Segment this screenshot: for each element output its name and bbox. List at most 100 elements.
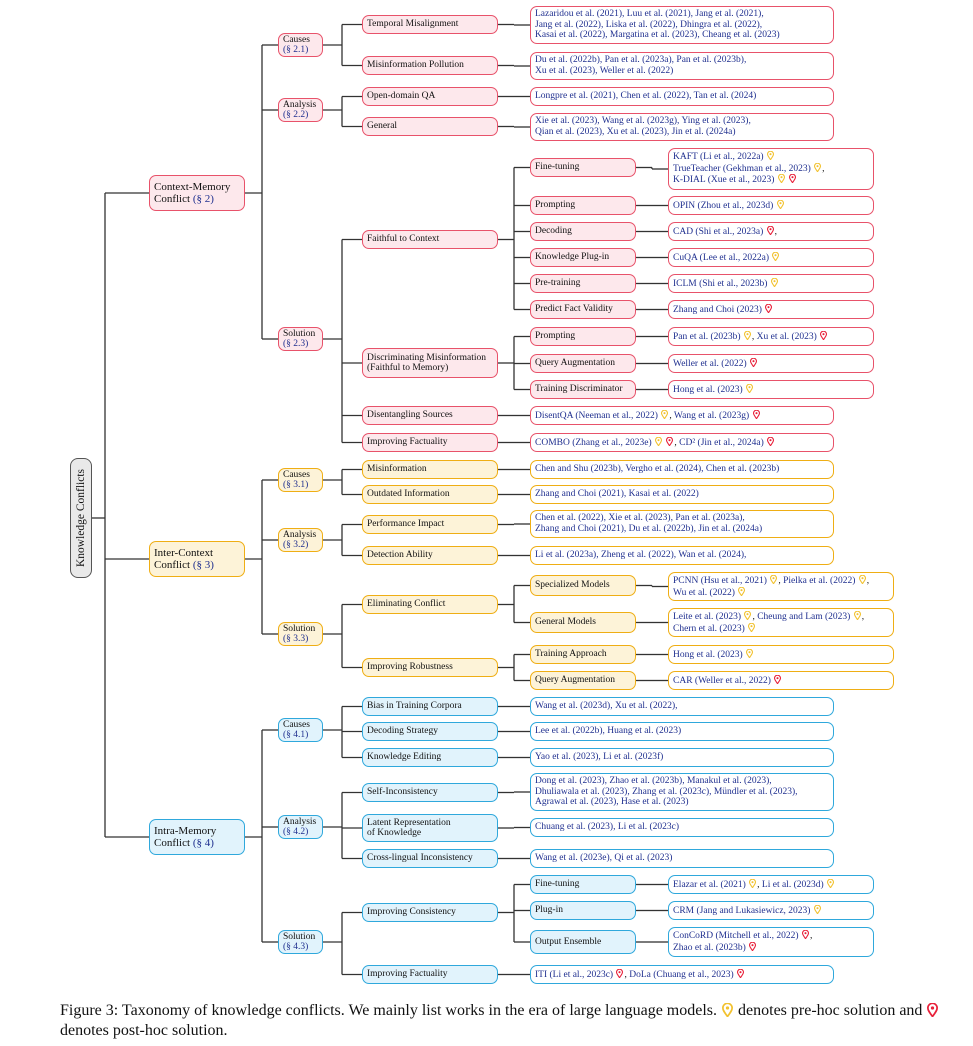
pre-hoc-marker-icon bbox=[827, 878, 835, 888]
citation-text: Wang et al. (2023d), Xu et al. (2022), bbox=[535, 701, 678, 712]
l3-t15: Bias in Training Corpora bbox=[362, 697, 498, 716]
l4-label: Prompting bbox=[535, 200, 576, 211]
leaf-L3: Longpre et al. (2021), Chen et al. (2022… bbox=[530, 87, 834, 106]
l4-s5: Pre-training bbox=[530, 274, 636, 293]
pre-hoc-marker-icon bbox=[853, 611, 861, 620]
l3-t12: Detection Ability bbox=[362, 546, 498, 565]
citation-text: CuQA (Lee et al., 2022a) bbox=[673, 252, 770, 263]
leaf-L28: Chuang et al. (2023), Li et al. (2023c) bbox=[530, 818, 834, 837]
pre-hoc-marker-icon bbox=[655, 436, 662, 446]
citation-text: CD² (Jin et al., 2024a) bbox=[679, 437, 764, 448]
citation-text: Zhang and Choi (2021), Kasai et al. (202… bbox=[535, 489, 699, 500]
citation-text: Zhao et al. (2023b) bbox=[673, 942, 746, 953]
post-hoc-marker-icon bbox=[766, 225, 774, 235]
l4-label: Query Augmentation bbox=[535, 675, 615, 686]
l3-label: Cross-lingual Inconsistency bbox=[367, 853, 473, 864]
l4-label: Training Approach bbox=[535, 649, 607, 660]
l2-label: Solution bbox=[283, 328, 316, 339]
post-hoc-marker-icon bbox=[765, 303, 773, 313]
l3-label: Bias in Training Corpora bbox=[367, 701, 462, 712]
citation-text: Elazar et al. (2021) bbox=[673, 879, 746, 890]
l4-label: Query Augmentation bbox=[535, 358, 615, 369]
l3-t7: Disentangling Sources bbox=[362, 406, 498, 425]
l4-label: Decoding bbox=[535, 226, 572, 237]
leaf-L25: Lee et al. (2022b), Huang et al. (2023) bbox=[530, 722, 834, 741]
citation-text: Du et al. (2022b), Pan et al. (2023a), P… bbox=[535, 55, 747, 65]
pre-hoc-marker-icon bbox=[744, 611, 752, 620]
leaf-L13: Hong et al. (2023) bbox=[668, 380, 874, 399]
leaf-L17: Zhang and Choi (2021), Kasai et al. (202… bbox=[530, 485, 834, 504]
l3-label: Improving Factuality bbox=[367, 437, 448, 448]
l3-label: General bbox=[367, 121, 398, 132]
l3-t4: General bbox=[362, 117, 498, 136]
leaf-L31: CRM (Jang and Lukasiewicz, 2023) bbox=[668, 901, 874, 920]
pre-hoc-marker-icon bbox=[772, 251, 780, 261]
l4-label: General Models bbox=[535, 617, 596, 628]
citation-text: Wu et al. (2022) bbox=[673, 587, 735, 598]
root-node: Knowledge Conflicts bbox=[70, 458, 92, 578]
l2-ref: (§ 3.3) bbox=[283, 634, 309, 644]
post-hoc-marker-icon bbox=[616, 968, 624, 978]
post-hoc-marker-icon bbox=[927, 1003, 939, 1017]
leaf-L7: CAD (Shi et al., 2023a) , bbox=[668, 222, 874, 241]
l4-s8: Query Augmentation bbox=[530, 354, 636, 373]
l3-t5: Faithful to Context bbox=[362, 230, 498, 249]
pre-hoc-marker-icon bbox=[813, 904, 821, 914]
pre-hoc-marker-icon bbox=[746, 383, 754, 393]
citation-text: ITI (Li et al., 2023c) bbox=[535, 969, 614, 980]
citation-text: Dong et al. (2023), Zhao et al. (2023b),… bbox=[535, 776, 772, 786]
citation-text: Lee et al. (2022b), Huang et al. (2023) bbox=[535, 726, 682, 737]
citation-text: KAFT (Li et al., 2022a) bbox=[673, 152, 764, 162]
l3-label: Eliminating Conflict bbox=[367, 599, 446, 610]
citation-text: Leite et al. (2023) bbox=[673, 612, 742, 622]
l1-label2: Conflict bbox=[154, 837, 191, 849]
l2-ref: (§ 4.2) bbox=[283, 827, 309, 837]
l1-ref: (§ 2) bbox=[192, 193, 214, 205]
l2-ref: (§ 2.1) bbox=[283, 45, 309, 55]
citation-text: COMBO (Zhang et al., 2023e) bbox=[535, 437, 652, 448]
post-hoc-marker-icon bbox=[737, 968, 745, 978]
l2-label: Analysis bbox=[283, 529, 317, 540]
post-hoc-marker-icon bbox=[752, 409, 760, 419]
pre-hoc-marker-icon bbox=[738, 586, 746, 596]
l4-label: Fine-tuning bbox=[535, 162, 580, 173]
l4-label: Training Discriminator bbox=[535, 384, 623, 395]
leaf-L5: KAFT (Li et al., 2022a) TrueTeacher (Gek… bbox=[668, 148, 874, 190]
l2-ic-solution: Solution(§ 3.3) bbox=[278, 622, 323, 646]
l4-s16: Output Ensemble bbox=[530, 930, 636, 954]
post-hoc-marker-icon bbox=[789, 174, 797, 183]
citation-text: Chuang et al. (2023), Li et al. (2023c) bbox=[535, 822, 680, 833]
citation-text: K-DIAL (Xue et al., 2023) bbox=[673, 175, 775, 185]
leaf-L29: Wang et al. (2023e), Qi et al. (2023) bbox=[530, 849, 834, 868]
citation-text: Chen et al. (2022), Xie et al. (2023), P… bbox=[535, 513, 745, 523]
citation-text: Hong et al. (2023) bbox=[673, 649, 743, 660]
l4-s15: Plug-in bbox=[530, 901, 636, 920]
pre-hoc-marker-icon bbox=[722, 1003, 734, 1017]
leaf-L12: Weller et al. (2022) bbox=[668, 354, 874, 373]
citation-text: Zhang and Choi (2021), Du et al. (2022b)… bbox=[535, 523, 763, 534]
l4-s7: Prompting bbox=[530, 327, 636, 346]
leaf-L22: Hong et al. (2023) bbox=[668, 645, 894, 664]
citation-text: DisentQA (Neeman et al., 2022) bbox=[535, 410, 658, 421]
leaf-L15: COMBO (Zhang et al., 2023e) , CD² (Jin e… bbox=[530, 433, 834, 452]
citation-text: Kasai et al. (2022), Margatina et al. (2… bbox=[535, 30, 780, 40]
l2-im-solution: Solution(§ 4.3) bbox=[278, 930, 323, 954]
citation-text: Longpre et al. (2021), Chen et al. (2022… bbox=[535, 91, 757, 102]
l2-label: Causes bbox=[283, 719, 310, 730]
l4-s4: Knowledge Plug-in bbox=[530, 248, 636, 267]
l3-t1: Temporal Misalignment bbox=[362, 15, 498, 34]
pre-hoc-marker-icon bbox=[766, 151, 774, 160]
citation-text: Jang et al. (2022), Liska et al. (2022),… bbox=[535, 19, 763, 30]
l4-label: Pre-training bbox=[535, 278, 581, 289]
leaf-L24: Wang et al. (2023d), Xu et al. (2022), bbox=[530, 697, 834, 716]
l2-label: Analysis bbox=[283, 816, 317, 827]
tree-edges bbox=[92, 23, 668, 976]
l1-ref: (§ 3) bbox=[192, 559, 214, 571]
l3-label: Self-Inconsistency bbox=[367, 787, 438, 798]
l2-ref: (§ 2.3) bbox=[283, 339, 309, 349]
l3-t18: Self-Inconsistency bbox=[362, 783, 498, 802]
l1-label: Intra-Memory bbox=[154, 825, 217, 837]
